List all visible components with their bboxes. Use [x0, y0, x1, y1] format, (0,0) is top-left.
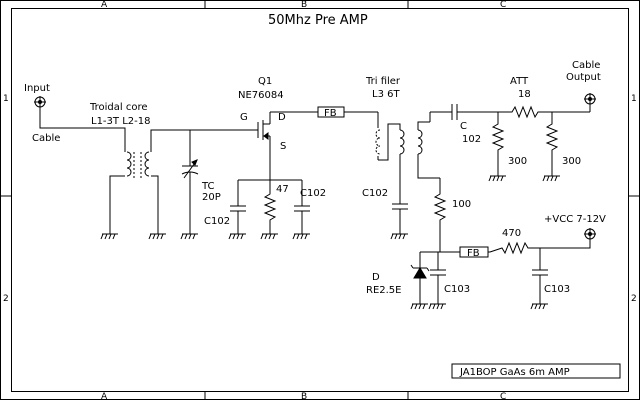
fb2-label: FB [467, 248, 480, 259]
capacitor-icon [532, 248, 548, 304]
trimmer-capacitor-icon [180, 130, 199, 240]
ground-icon [428, 303, 446, 310]
r300-b-label: 300 [562, 156, 581, 167]
ground-icon [410, 303, 428, 310]
diode-name-label: D [372, 272, 380, 283]
output-connector-icon [584, 93, 596, 105]
fet-transistor-icon [257, 112, 271, 180]
ground-icon [542, 175, 560, 182]
r18-label: 18 [518, 89, 531, 100]
toroid-turns-label: L1-3T L2-18 [91, 116, 150, 127]
col-label-a-top: A [101, 0, 108, 10]
trifiler-title-label: Tri filer [365, 76, 401, 87]
resistor-icon [433, 178, 447, 252]
capacitor-icon [230, 180, 246, 234]
vcc-connector-icon [584, 228, 596, 240]
r470-label: 470 [502, 228, 521, 239]
col-label-b-bottom: B [301, 392, 307, 400]
c-series-value-label: 102 [462, 134, 481, 145]
pin-d-label: D [278, 112, 286, 123]
c102-b-label: C102 [300, 188, 326, 199]
resistor-icon [491, 112, 505, 176]
row-label-1-right: 1 [631, 94, 637, 104]
vcc-label: +VCC 7-12V [544, 214, 606, 225]
diode-part-label: RE2.5E [366, 285, 402, 296]
toroid-title-label: Troidal core [89, 102, 148, 113]
title-block [451, 363, 621, 379]
trifiler-turns-label: L3 6T [372, 89, 400, 100]
title-block-text: JA1BOP GaAs 6m AMP [459, 367, 570, 378]
col-label-a-bottom: A [101, 392, 108, 400]
col-label-c-bottom: C [500, 392, 506, 400]
tc-value-label: 20P [202, 192, 221, 203]
c-series-label: C [460, 121, 467, 132]
capacitor-icon [294, 180, 310, 234]
output-cable-label: Cable [572, 60, 600, 71]
row-label-2-left: 2 [3, 294, 9, 304]
toroid-transformer-icon [124, 150, 152, 178]
ground-icon [292, 233, 310, 240]
resistor-icon [263, 180, 277, 234]
tc-name-label: TC [201, 181, 215, 192]
capacitor-icon [430, 252, 446, 304]
diagram-title: 50Mhz Pre AMP [268, 13, 368, 28]
c103-a-label: C103 [444, 284, 470, 295]
ground-icon [260, 233, 278, 240]
r300-a-label: 300 [508, 156, 527, 167]
ground-icon [488, 175, 506, 182]
trifilar-transformer-icon [375, 112, 440, 179]
row-label-1-left: 1 [3, 94, 9, 104]
q1-name-label: Q1 [258, 76, 272, 87]
resistor-icon [498, 105, 552, 119]
ground-icon [530, 303, 548, 310]
r47-label: 47 [276, 184, 289, 195]
r100-label: 100 [452, 199, 471, 210]
resistor-icon [545, 112, 559, 176]
q1-part-label: NE76084 [238, 90, 284, 101]
resistor-icon [489, 241, 540, 255]
col-label-c-top: C [500, 0, 506, 10]
fb1-label: FB [324, 108, 337, 119]
input-label: Input [24, 83, 50, 94]
zener-diode-icon [410, 252, 430, 304]
pin-g-label: G [240, 112, 248, 123]
output-label: Output [566, 72, 601, 83]
ground-icon [100, 233, 118, 240]
row-label-2-right: 2 [631, 294, 637, 304]
pin-s-label: S [280, 141, 286, 152]
c103-b-label: C103 [544, 284, 570, 295]
input-connector-icon [34, 96, 46, 108]
input-cable-label: Cable [32, 133, 60, 144]
c102-a-label: C102 [204, 216, 230, 227]
capacitor-icon [392, 178, 408, 234]
ground-icon [390, 233, 408, 240]
ground-icon [228, 233, 246, 240]
ground-icon [148, 233, 166, 240]
c102-c-label: C102 [362, 188, 388, 199]
capacitor-icon [451, 104, 458, 120]
att-label: ATT [510, 76, 529, 87]
col-label-b-top: B [301, 0, 307, 10]
